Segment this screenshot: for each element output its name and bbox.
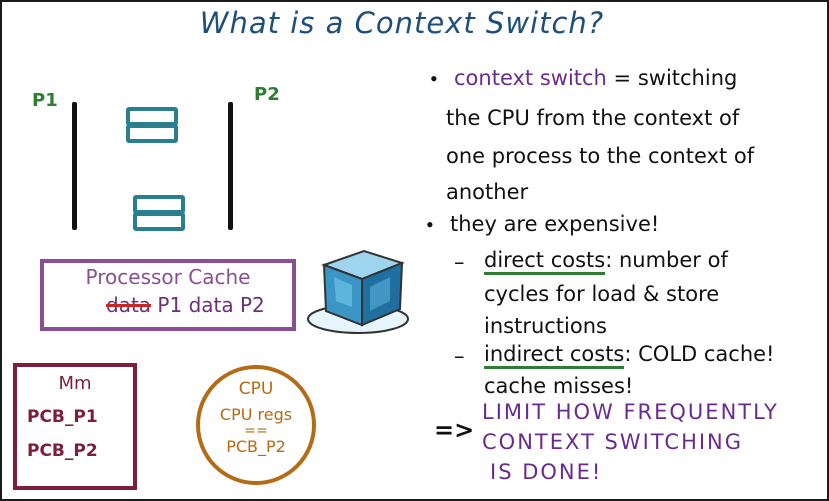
- note-text: = switching: [606, 66, 738, 90]
- main-memory-box: Mm PCB_P1 PCB_P2: [13, 363, 137, 490]
- note-line: cycles for load & store: [484, 282, 720, 306]
- cache-p1-text: P1: [157, 293, 183, 317]
- cache-p2-text: data P2: [188, 293, 265, 317]
- bullet-dot: •: [426, 212, 434, 237]
- slide-title: What is a Context Switch?: [199, 6, 605, 40]
- context-switch-term: context switch: [454, 66, 607, 90]
- memory-item: PCB_P2: [27, 441, 98, 461]
- cpu-title: CPU: [238, 379, 274, 399]
- conclusion-line: LIMIT HOW FREQUENTLY: [482, 400, 779, 424]
- cpu-circle: CPU CPU regs == PCB_P2: [196, 365, 316, 485]
- note-line: indirect costs: COLD cache!: [484, 342, 775, 369]
- note-line: one process to the context of: [446, 144, 755, 168]
- processor-cache-contents: data P1 data P2: [106, 293, 265, 317]
- processor-cache-box: Processor Cache data P1 data P2: [40, 259, 296, 331]
- note-line: direct costs: number of: [484, 248, 728, 275]
- process-p2-line: [228, 102, 233, 230]
- process-p2-label: P2: [254, 84, 280, 105]
- note-line: another: [446, 180, 529, 204]
- note-line: the CPU from the context of: [446, 106, 740, 130]
- cpu-regs-label: CPU regs: [219, 405, 293, 424]
- conclusion-line: CONTEXT SWITCHING: [482, 430, 744, 454]
- conclusion-line: IS DONE!: [490, 460, 603, 484]
- ice-cube-icon: [307, 249, 409, 334]
- note-line: instructions: [484, 314, 607, 338]
- process-p1-label: P1: [32, 90, 58, 111]
- note-text: : COLD cache!: [624, 342, 775, 366]
- implies-arrow: =>: [434, 416, 475, 444]
- crossed-out-data: data: [106, 293, 152, 317]
- memory-item: PCB_P1: [27, 407, 98, 427]
- dash-bullet: –: [454, 250, 465, 274]
- processor-cache-title: Processor Cache: [85, 265, 251, 289]
- register-icon: [133, 212, 185, 231]
- bullet-dot: •: [430, 66, 438, 91]
- note-line: context switch = switching: [454, 66, 737, 90]
- dash-bullet: –: [454, 344, 465, 368]
- main-memory-title: Mm: [58, 373, 92, 394]
- note-line: cache misses!: [484, 374, 634, 398]
- direct-costs-term: direct costs: [484, 248, 606, 275]
- register-icon: [126, 124, 178, 143]
- cpu-value: PCB_P2: [226, 437, 286, 456]
- cpu-equals: ==: [244, 423, 268, 439]
- process-p1-line: [72, 102, 77, 230]
- note-text: : number of: [605, 248, 728, 272]
- note-line: they are expensive!: [450, 212, 660, 236]
- indirect-costs-term: indirect costs: [484, 342, 625, 369]
